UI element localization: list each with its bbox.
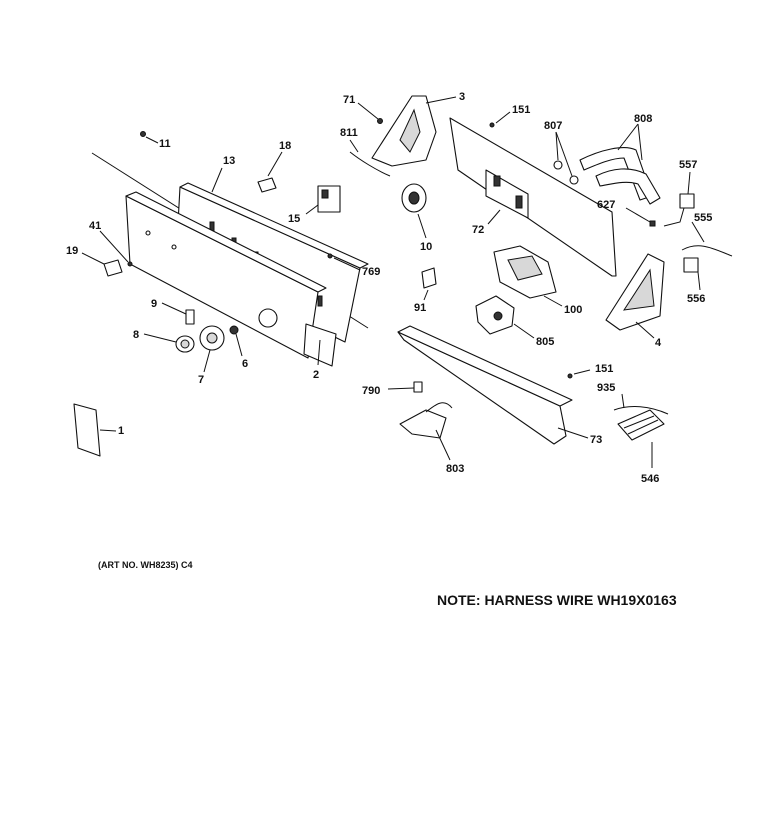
callout-91: 91	[414, 302, 426, 314]
screw-769-icon	[327, 253, 333, 259]
grommet-790-icon	[413, 381, 423, 393]
callout-8: 8	[133, 329, 139, 341]
clip-627-icon	[649, 220, 656, 227]
callout-100: 100	[564, 304, 582, 316]
callout-1: 1	[118, 425, 124, 437]
panel-hole-2	[171, 244, 177, 250]
washer-807a-icon	[553, 160, 563, 170]
callout-71: 71	[343, 94, 355, 106]
callout-73: 73	[590, 434, 602, 446]
spring-9-icon	[185, 309, 195, 325]
control-panel-group	[73, 131, 369, 457]
screw-151-bottom-icon	[567, 373, 573, 379]
harness-935-icon	[613, 406, 669, 415]
callout-803: 803	[446, 463, 464, 475]
callout-3: 3	[459, 91, 465, 103]
screw-41-icon	[127, 261, 133, 267]
callout-6: 6	[242, 358, 248, 370]
screw-151-top-icon	[489, 122, 495, 128]
callout-546: 546	[641, 473, 659, 485]
callout-769: 769	[362, 266, 380, 278]
callout-2: 2	[313, 369, 319, 381]
callout-13: 13	[223, 155, 235, 167]
back-panel-72	[449, 117, 617, 277]
art-number: (ART NO. WH8235) C4	[98, 560, 193, 570]
harness-block-546	[617, 409, 665, 441]
callout-805: 805	[536, 336, 554, 348]
screw-11-icon	[140, 131, 146, 137]
callout-9: 9	[151, 298, 157, 310]
hose-808b	[595, 168, 661, 205]
callout-935: 935	[597, 382, 615, 394]
fill-hose-803	[399, 409, 447, 439]
callout-4: 4	[655, 337, 662, 349]
callout-811: 811	[340, 127, 358, 139]
hose-811-icon	[349, 151, 391, 177]
callout-790: 790	[362, 385, 380, 397]
callout-627: 627	[597, 199, 615, 211]
clip-18-icon	[257, 177, 277, 193]
callout-41: 41	[89, 220, 101, 232]
cord-555-icon	[681, 245, 733, 257]
callout-151-bottom: 151	[595, 363, 613, 375]
plug-556-icon	[683, 257, 699, 273]
control-panel-frame-top	[179, 182, 369, 269]
callout-11: 11	[159, 138, 171, 150]
knob-19-icon	[103, 259, 123, 277]
callout-807: 807	[544, 120, 562, 132]
callout-15: 15	[288, 213, 300, 225]
callout-7: 7	[198, 374, 204, 386]
harness-note: NOTE: HARNESS WIRE WH19X0163	[437, 592, 677, 608]
callout-72: 72	[472, 224, 484, 236]
callout-10: 10	[420, 241, 432, 253]
right-parts-group	[553, 123, 733, 468]
callout-556: 556	[687, 293, 705, 305]
callout-808: 808	[634, 113, 652, 125]
literature-1-icon	[73, 403, 101, 457]
callout-18: 18	[279, 140, 291, 152]
nut-6-icon	[229, 325, 239, 335]
callout-labels: 1 2 3 4 6 7 8 9 10 11 13 15 18 19 41 71 …	[66, 91, 712, 485]
callout-19: 19	[66, 245, 78, 257]
washer-807b-icon	[569, 175, 579, 185]
panel-knob-hole	[258, 308, 278, 328]
block-557-icon	[679, 193, 695, 209]
control-panel-front-top	[125, 191, 327, 293]
callout-151-top: 151	[512, 104, 530, 116]
callout-557: 557	[679, 159, 697, 171]
callout-555: 555	[694, 212, 712, 224]
screw-71-icon	[377, 118, 383, 124]
middle-parts-group	[349, 95, 617, 461]
clip-91-icon	[421, 267, 437, 289]
panel-hole-1	[145, 230, 151, 236]
hose-808a	[579, 147, 653, 201]
switch-15-icon	[317, 185, 341, 213]
